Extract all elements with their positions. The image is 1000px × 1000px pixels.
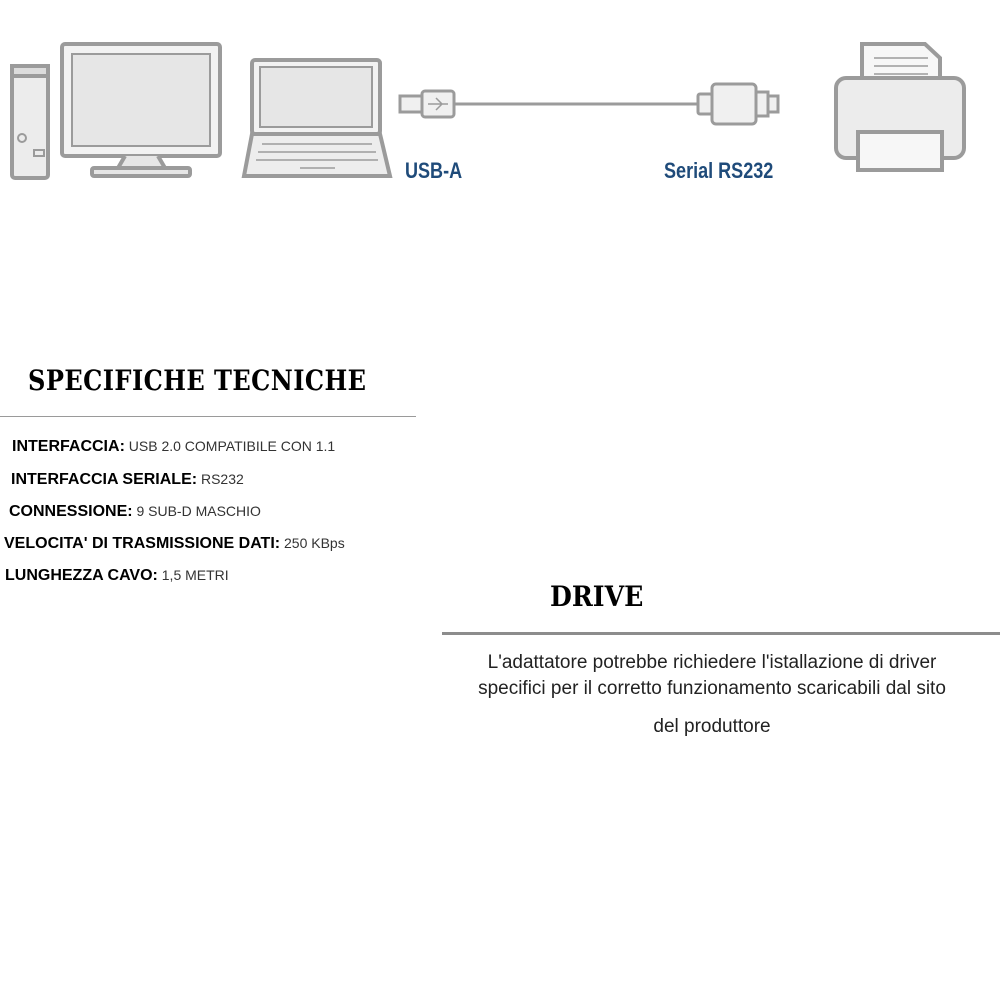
specs-divider (0, 416, 416, 417)
drive-line-2: specifici per il corretto funzionamento … (478, 678, 946, 699)
db9-serial-connector-icon (696, 82, 780, 126)
spec-label: CONNESSIONE: (9, 503, 133, 520)
monitor-icon (60, 42, 222, 178)
laptop-icon (241, 58, 393, 178)
spec-value: RS232 (197, 471, 244, 487)
spec-row-connessione: CONNESSIONE: 9 SUB-D MASCHIO (9, 503, 261, 521)
spec-row-interfaccia-seriale: INTERFACCIA SERIALE: RS232 (11, 471, 244, 489)
usb-a-connector-icon (398, 89, 456, 119)
spec-row-lunghezza: LUNGHEZZA CAVO: 1,5 METRI (5, 567, 229, 585)
usb-a-label: USB-A (405, 158, 463, 183)
drive-description: L'adattatore potrebbe richiedere l'istal… (442, 650, 982, 740)
spec-row-velocita: VELOCITA' DI TRASMISSIONE DATI: 250 KBps (4, 535, 345, 553)
spec-value: 250 KBps (280, 535, 345, 551)
drive-line-3: del produttore (653, 716, 771, 737)
drive-divider (442, 632, 1000, 635)
spec-label: VELOCITA' DI TRASMISSIONE DATI: (4, 535, 281, 552)
spec-value: 9 SUB-D MASCHIO (132, 503, 261, 519)
specs-heading: SPECIFICHE TECNICHE (28, 364, 367, 397)
spec-label: LUNGHEZZA CAVO: (5, 567, 158, 584)
drive-heading: DRIVE (550, 580, 644, 613)
spec-value: 1,5 METRI (157, 567, 229, 583)
drive-line-1: L'adattatore potrebbe richiedere l'istal… (487, 652, 937, 673)
serial-rs232-label: Serial RS232 (664, 158, 774, 183)
spec-sep: : (119, 438, 125, 455)
spec-label: INTERFACCIA (12, 438, 120, 455)
connection-diagram (10, 42, 966, 180)
spec-row-interfaccia: INTERFACCIA: USB 2.0 COMPATIBILE CON 1.1 (12, 438, 335, 456)
printer-icon (834, 42, 966, 172)
spec-label: INTERFACCIA SERIALE: (11, 471, 198, 488)
desktop-tower-icon (10, 64, 50, 180)
spec-value: USB 2.0 COMPATIBILE CON 1.1 (124, 438, 336, 454)
